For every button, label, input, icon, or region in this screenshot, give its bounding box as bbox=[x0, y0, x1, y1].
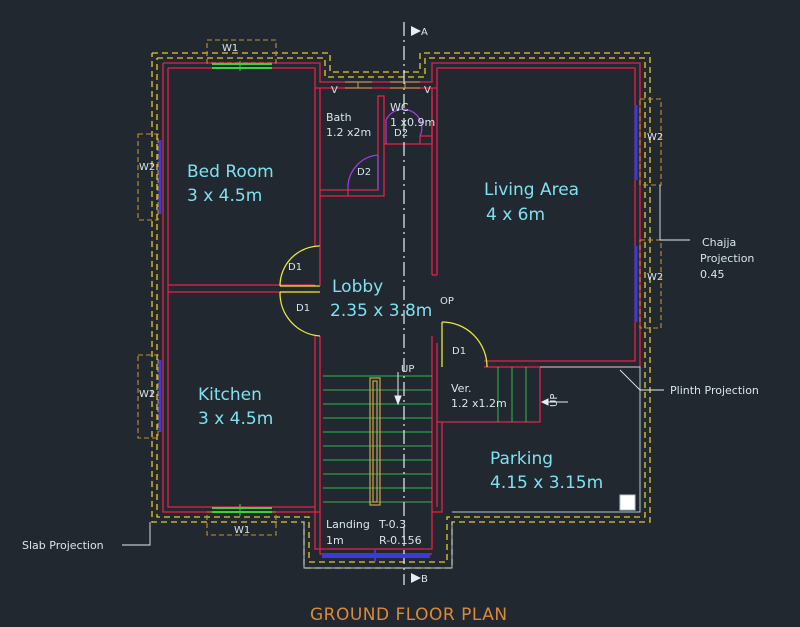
stair-riser: R-0.156 bbox=[379, 534, 422, 547]
door-d2-bath bbox=[347, 154, 379, 191]
window-w1-top bbox=[206, 39, 277, 71]
room-name-verandah: Ver. bbox=[451, 382, 471, 395]
leader-lines bbox=[122, 185, 690, 546]
section-label-b: B bbox=[421, 574, 428, 585]
drawing-title: GROUND FLOOR PLAN bbox=[310, 605, 508, 625]
tag-w2-kitchen: W2 bbox=[139, 389, 155, 400]
door-d1-kitchen bbox=[279, 291, 321, 337]
room-name-landing: Landing bbox=[326, 518, 370, 531]
door-d1-living bbox=[441, 321, 488, 368]
section-arrow-b-icon bbox=[411, 573, 421, 583]
room-size-landing: 1m bbox=[326, 534, 344, 547]
room-name-bath: Bath bbox=[326, 111, 352, 124]
tag-w1-top: W1 bbox=[222, 43, 238, 54]
annotation-chajja-line3: 0.45 bbox=[700, 268, 725, 281]
plinth-outline bbox=[303, 366, 641, 569]
ventilator-wc bbox=[390, 81, 420, 89]
verandah-up-arrow-icon bbox=[540, 398, 568, 406]
window-w1-bottom bbox=[206, 504, 277, 536]
room-size-lobby: 2.35 x 3.8m bbox=[330, 301, 432, 321]
room-name-kitchen: Kitchen bbox=[198, 385, 262, 405]
ventilator-bath bbox=[345, 81, 372, 89]
tag-d1-kitchen: D1 bbox=[296, 303, 310, 314]
annotation-slab: Slab Projection bbox=[22, 539, 104, 552]
room-size-parking: 4.15 x 3.15m bbox=[490, 473, 603, 493]
room-size-bath: 1.2 x2m bbox=[326, 126, 371, 139]
tag-w2-living-bottom: W2 bbox=[647, 272, 663, 283]
room-name-lobby: Lobby bbox=[332, 277, 383, 297]
tag-w2-living-top: W2 bbox=[647, 132, 663, 143]
room-name-living: Living Area bbox=[484, 180, 579, 200]
tag-w1-bottom: W1 bbox=[234, 525, 250, 536]
room-size-kitchen: 3 x 4.5m bbox=[198, 409, 273, 429]
annotation-chajja-line1: Chajja bbox=[702, 236, 736, 249]
window-w2-living-bottom bbox=[634, 239, 662, 329]
tag-up-verandah: UP bbox=[549, 394, 560, 407]
room-name-wc: WC bbox=[390, 101, 409, 114]
room-name-bedroom: Bed Room bbox=[187, 162, 274, 182]
tag-d2-bath: D2 bbox=[357, 167, 371, 178]
room-size-wc: 1 x0.9m bbox=[390, 116, 435, 129]
door-d2-wc bbox=[385, 108, 423, 144]
tag-d1-living: D1 bbox=[452, 346, 466, 357]
tag-d1-bedroom: D1 bbox=[288, 262, 302, 273]
stair-handrail bbox=[369, 377, 381, 506]
stair-up-arrow-icon bbox=[394, 372, 402, 406]
tag-w2-bedroom: W2 bbox=[139, 162, 155, 173]
annotation-chajja-line2: Projection bbox=[700, 252, 754, 265]
landing-threshold bbox=[322, 550, 430, 562]
annotation-plinth: Plinth Projection bbox=[670, 384, 759, 397]
room-size-bedroom: 3 x 4.5m bbox=[187, 186, 262, 206]
tag-d2-wc: D2 bbox=[394, 128, 408, 139]
tag-op: OP bbox=[440, 296, 454, 307]
walls bbox=[162, 62, 641, 555]
tag-v-wc: V bbox=[424, 85, 431, 96]
room-size-verandah: 1.2 x1.2m bbox=[451, 397, 507, 410]
window-w2-kitchen bbox=[137, 354, 162, 439]
window-w2-bedroom bbox=[137, 133, 162, 221]
stair-tread: T-0.3 bbox=[378, 518, 406, 531]
room-name-parking: Parking bbox=[490, 449, 553, 469]
window-w2-living-top bbox=[634, 98, 662, 186]
tag-v-bath: V bbox=[331, 85, 338, 96]
section-label-a: A bbox=[421, 27, 428, 38]
section-arrow-a-icon bbox=[411, 26, 421, 36]
tag-up-stair: UP bbox=[401, 364, 414, 375]
parking-column-marker bbox=[619, 494, 636, 511]
room-size-living: 4 x 6m bbox=[486, 205, 545, 225]
door-d1-bedroom bbox=[279, 245, 321, 287]
